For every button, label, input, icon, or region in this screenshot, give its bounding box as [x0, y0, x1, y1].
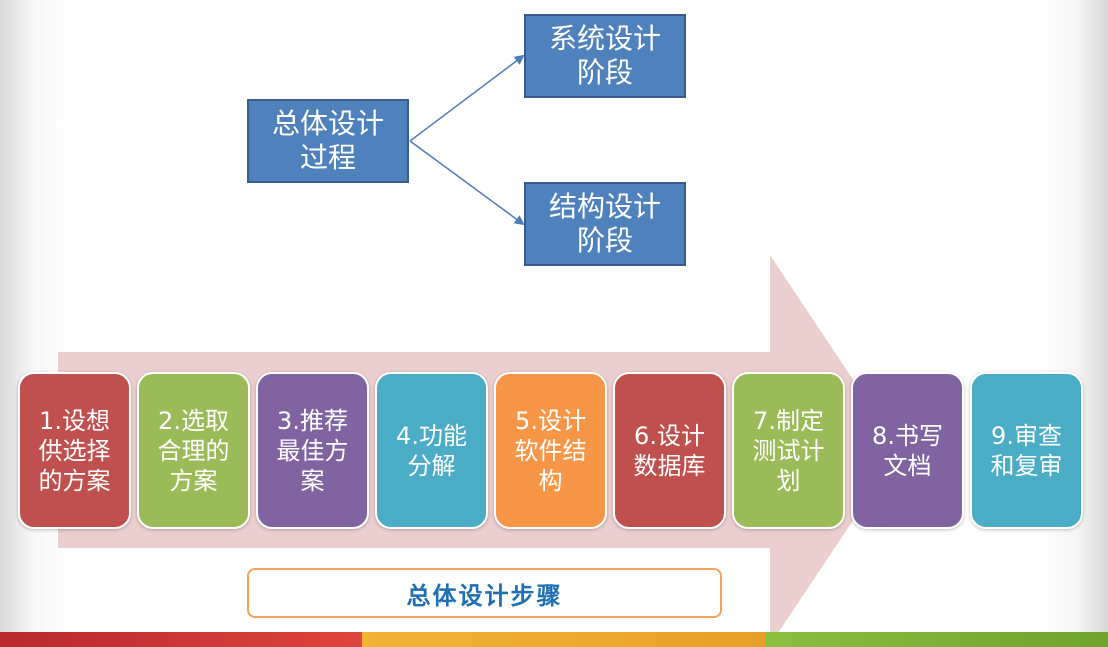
step-8: 8.书写 文档	[851, 372, 964, 529]
step-5: 5.设计 软件结 构	[494, 372, 607, 529]
overall-design-process-box: 总体设计 过程	[247, 99, 409, 183]
step-2: 2.选取 合理的 方案	[137, 372, 250, 529]
step-7: 7.制定 测试计 划	[732, 372, 845, 529]
connector-to-system-design	[409, 54, 525, 142]
step-3: 3.推荐 最佳方 案	[256, 372, 369, 529]
connector-to-structure-design	[409, 140, 525, 226]
steps-caption: 总体设计步骤	[247, 568, 722, 618]
system-design-stage-box: 系统设计 阶段	[524, 14, 686, 98]
step-4: 4.功能 分解	[375, 372, 488, 529]
step-9: 9.审查 和复审	[970, 372, 1083, 529]
structure-design-stage-box: 结构设计 阶段	[524, 182, 686, 266]
step-1: 1.设想 供选择 的方案	[18, 372, 131, 529]
footer-bar-orange	[362, 632, 766, 647]
step-6: 6.设计 数据库	[613, 372, 726, 529]
footer-bar-red	[0, 632, 362, 647]
footer-bar-green	[766, 632, 1108, 647]
